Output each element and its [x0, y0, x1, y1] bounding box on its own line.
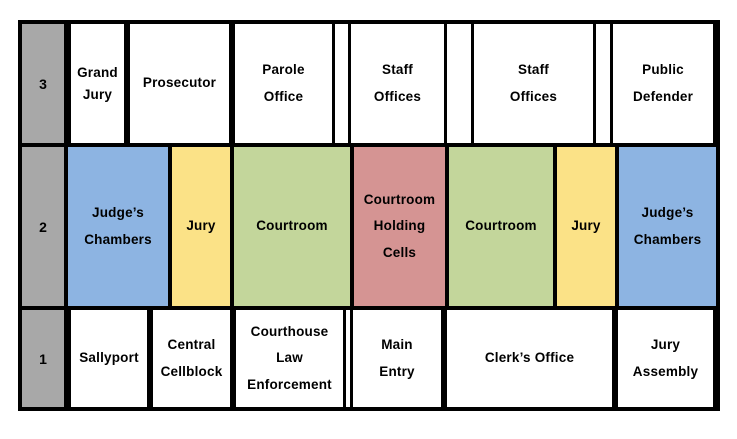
room-judges-chambers-east: Judge’s Chambers	[615, 147, 716, 306]
floor-1-rooms: Sallyport Central Cellblock Courthouse L…	[68, 310, 716, 407]
room-label: Grand Jury	[77, 64, 118, 102]
room-clerks-office: Clerk’s Office	[444, 310, 615, 407]
floor-label-1: 1	[22, 310, 68, 407]
room-label: Courtroom	[465, 218, 537, 234]
room-jury-east: Jury	[553, 147, 615, 306]
floor-label-3: 3	[22, 24, 68, 143]
room-courtroom-holding-cells: Courtroom Holding Cells	[350, 147, 445, 306]
room-main-entry: Main Entry	[350, 310, 444, 407]
room-prosecutor: Prosecutor	[127, 24, 232, 143]
room-staff-offices-east: Staff Offices	[471, 24, 596, 143]
room-staff-offices-west: Staff Offices	[348, 24, 447, 143]
room-judges-chambers-west: Judge’s Chambers	[68, 147, 168, 306]
room-label: Staff Offices	[373, 62, 422, 104]
floor-band-1: 1 Sallyport Central Cellblock Courthouse…	[22, 306, 716, 407]
room-label: Courthouse Law Enforcement	[247, 324, 332, 392]
room-label: Staff Offices	[509, 62, 558, 104]
room-central-cellblock: Central Cellblock	[150, 310, 233, 407]
room-label: Parole Office	[262, 62, 305, 104]
room-grand-jury: Grand Jury	[68, 24, 127, 143]
room-label: Sallyport	[79, 350, 139, 366]
room-label: Judge’s Chambers	[633, 205, 702, 247]
room-sallyport: Sallyport	[68, 310, 150, 407]
room-label: Courtroom	[256, 218, 328, 234]
floor-band-3: 3 Grand Jury Prosecutor Parole Office St…	[22, 24, 716, 143]
floor-2-rooms: Judge’s Chambers Jury Courtroom Courtroo…	[68, 147, 716, 306]
room-label: Main Entry	[379, 337, 415, 379]
floor-band-2: 2 Judge’s Chambers Jury Courtroom Courtr…	[22, 143, 716, 306]
room-label: Central Cellblock	[160, 337, 223, 379]
room-public-defender: Public Defender	[610, 24, 716, 143]
room-label: Prosecutor	[142, 75, 217, 91]
room-courtroom-east: Courtroom	[445, 147, 553, 306]
room-label: Jury	[571, 218, 601, 234]
room-label: Clerk’s Office	[484, 350, 575, 366]
room-jury-assembly: Jury Assembly	[615, 310, 716, 407]
room-courthouse-law-enforcement: Courthouse Law Enforcement	[233, 310, 346, 407]
room-label: Jury Assembly	[632, 337, 699, 379]
room-parole-office: Parole Office	[232, 24, 335, 143]
room-label: Public Defender	[632, 62, 694, 104]
room-label: Judge’s Chambers	[84, 205, 152, 247]
room-label: Courtroom Holding Cells	[363, 192, 436, 260]
courthouse-floor-plan: 3 Grand Jury Prosecutor Parole Office St…	[18, 20, 720, 411]
room-jury-west: Jury	[168, 147, 230, 306]
floor-3-rooms: Grand Jury Prosecutor Parole Office Staf…	[68, 24, 716, 143]
room-courtroom-west: Courtroom	[230, 147, 350, 306]
room-label: Jury	[186, 218, 216, 234]
floor-label-2: 2	[22, 147, 68, 306]
